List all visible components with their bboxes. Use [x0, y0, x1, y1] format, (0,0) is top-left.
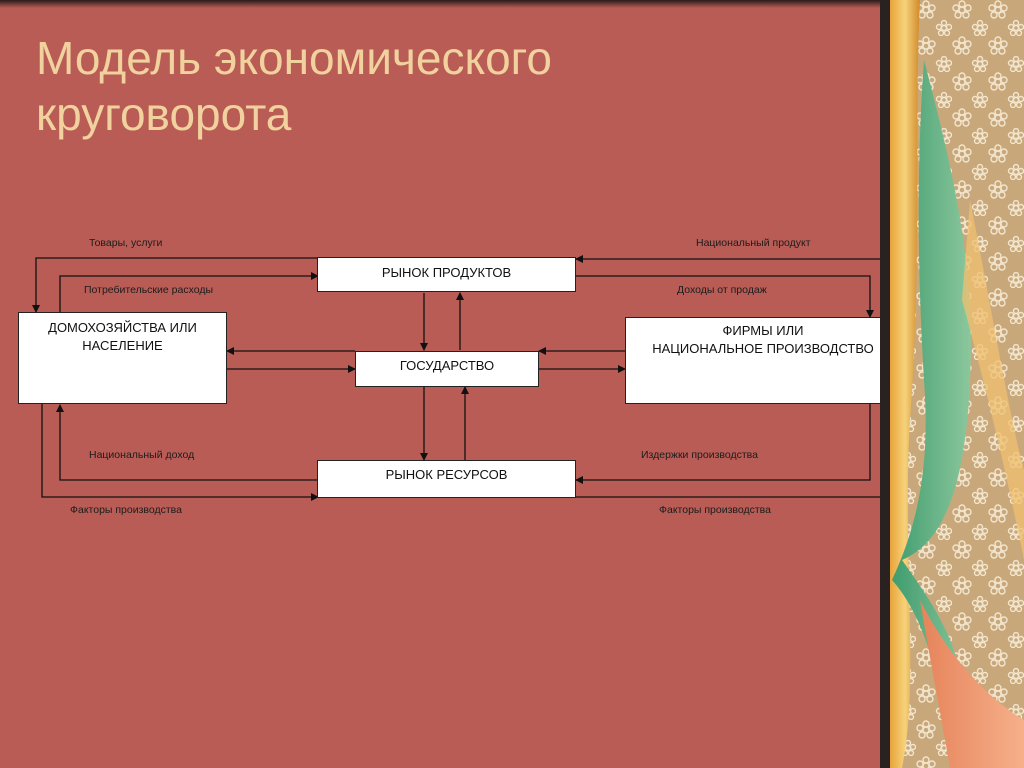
slide: Модель экономического круговорота	[0, 0, 901, 768]
flow-label-goods-services: Товары, услуги	[89, 237, 163, 249]
flow-arrows	[32, 255, 880, 501]
resource-market-label: РЫНОК РЕСУРСОВ	[385, 467, 508, 482]
title-line-2: круговорота	[36, 88, 292, 140]
arrow-factors-right	[576, 496, 880, 498]
arrow-production-costs	[575, 404, 871, 484]
title-line-1: Модель экономического	[36, 32, 553, 84]
arrow-consumer-spending	[59, 272, 319, 312]
firms-box: ФИРМЫ ИЛИ НАЦИОНАЛЬНОЕ ПРОИЗВОДСТВО	[625, 317, 901, 404]
panel-divider	[880, 0, 890, 768]
arrow-factors-left	[41, 404, 319, 501]
flow-label-sales-income: Доходы от продаж	[677, 284, 767, 296]
resource-market-box: РЫНОК РЕСУРСОВ	[317, 460, 576, 498]
arrow-sales-income	[576, 275, 874, 318]
arrow-national-product	[575, 255, 880, 263]
green-ribbon	[892, 60, 971, 700]
slide-top-shadow	[0, 0, 880, 8]
salmon-ribbon	[920, 600, 1024, 768]
flow-label-factors-right: Факторы производства	[659, 504, 771, 516]
firms-label-line-2: НАЦИОНАЛЬНОЕ ПРОИЗВОДСТВО	[652, 341, 874, 356]
flow-label-production-costs: Издержки производства	[641, 449, 758, 461]
decorative-side-panel	[880, 0, 1024, 768]
firms-label-line-1: ФИРМЫ ИЛИ	[722, 323, 804, 338]
arrow-national-income	[56, 404, 318, 481]
flow-label-national-product: Национальный продукт	[696, 237, 811, 249]
flow-label-national-income: Национальный доход	[89, 449, 195, 461]
gold-accent	[962, 200, 1024, 560]
flow-label-consumer-spending: Потребительские расходы	[84, 284, 213, 296]
product-market-box: РЫНОК ПРОДУКТОВ	[317, 257, 576, 292]
households-box: ДОМОХОЗЯЙСТВА ИЛИ НАСЕЛЕНИЕ	[18, 312, 227, 404]
arrow-goods-services	[32, 257, 318, 313]
slide-title: Модель экономического круговорота	[36, 30, 552, 142]
households-label-line-2: НАСЕЛЕНИЕ	[82, 338, 163, 353]
product-market-label: РЫНОК ПРОДУКТОВ	[381, 265, 512, 280]
households-label-line-1: ДОМОХОЗЯЙСТВА ИЛИ	[48, 320, 197, 335]
government-box: ГОСУДАРСТВО	[355, 351, 539, 387]
government-label: ГОСУДАРСТВО	[399, 358, 495, 373]
flow-label-factors-left: Факторы производства	[70, 504, 182, 516]
